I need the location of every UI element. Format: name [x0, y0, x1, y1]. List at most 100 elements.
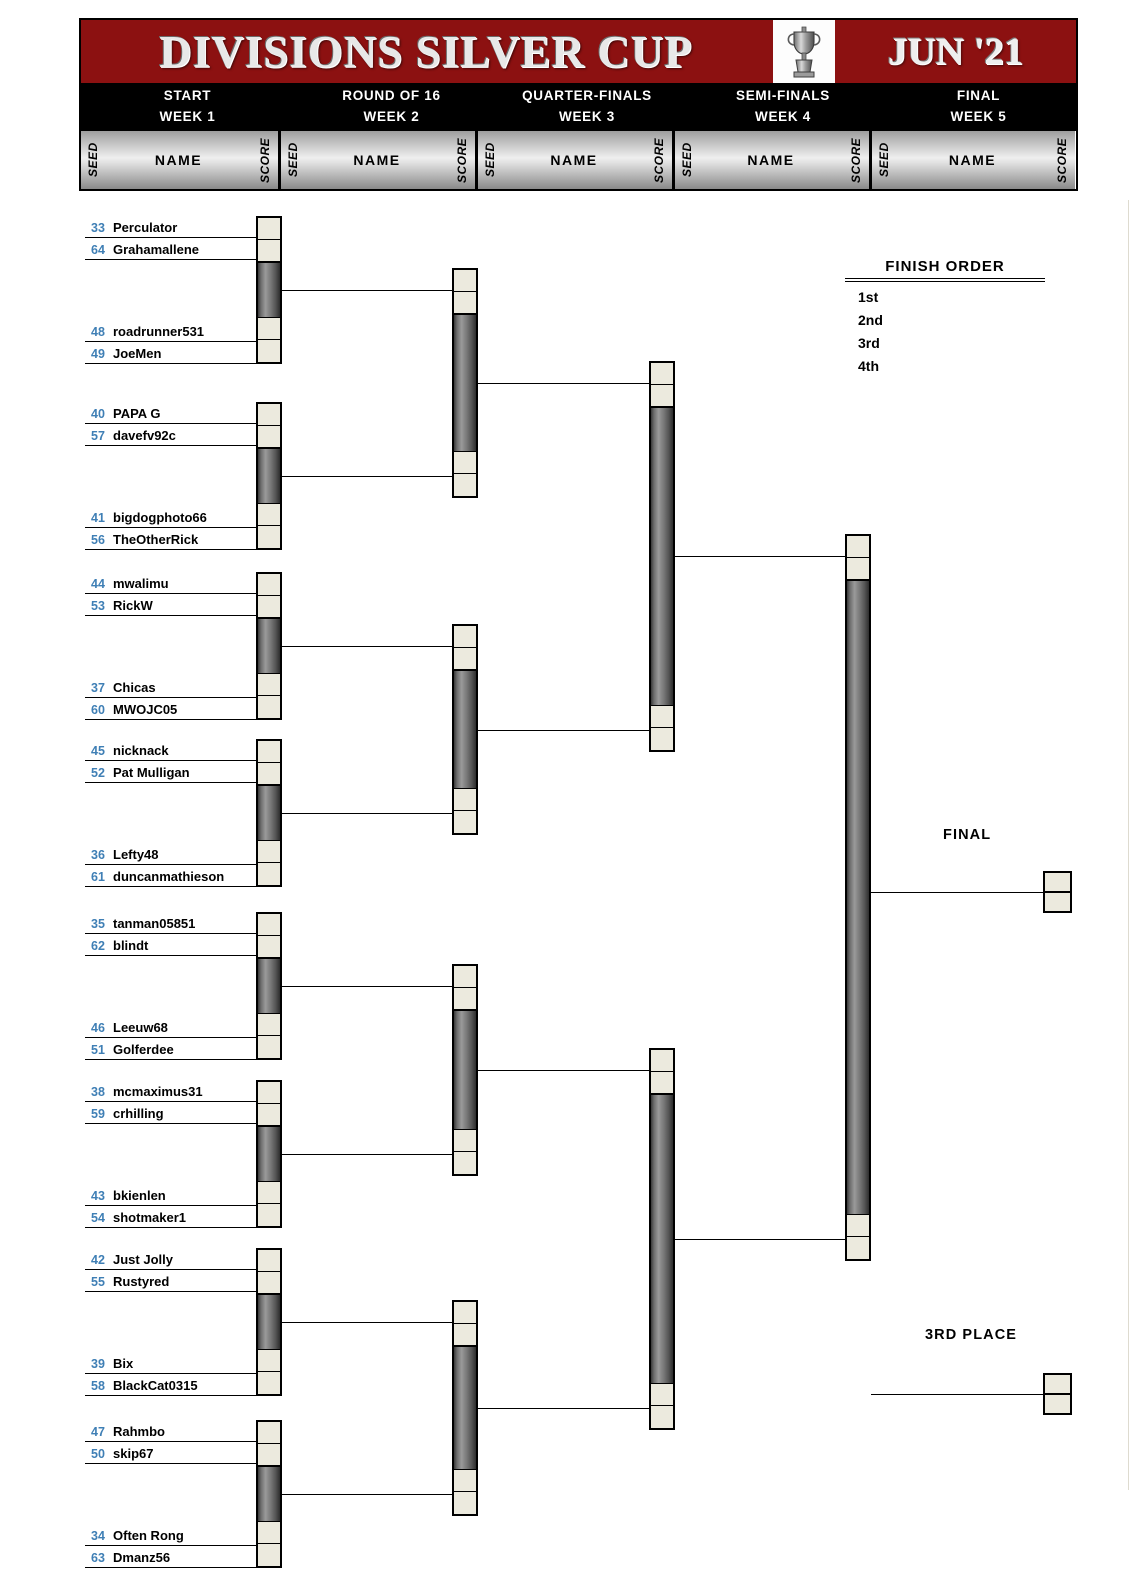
score-cell[interactable]	[258, 1036, 280, 1058]
score-cell[interactable]	[651, 727, 673, 750]
score-cell[interactable]	[258, 1372, 280, 1394]
score-cell[interactable]	[258, 1422, 280, 1444]
score-stack-week1[interactable]	[256, 912, 282, 1060]
score-cell[interactable]	[847, 536, 869, 559]
final-winner-name-cell[interactable]	[1045, 893, 1070, 911]
score-cell[interactable]	[651, 1384, 673, 1406]
score-cell[interactable]	[454, 1302, 476, 1324]
score-cell[interactable]	[258, 763, 280, 785]
third-place-seed-cell[interactable]	[1045, 1375, 1070, 1395]
score-cell[interactable]	[651, 363, 673, 385]
third-place-box[interactable]	[1043, 1373, 1072, 1415]
final-winner-box[interactable]	[1043, 871, 1072, 913]
score-stack-week1[interactable]	[256, 1420, 282, 1568]
score-cell[interactable]	[258, 1544, 280, 1566]
score-stack-week2[interactable]	[452, 964, 478, 1176]
score-cell[interactable]	[258, 1350, 280, 1372]
score-cell[interactable]	[258, 1250, 280, 1272]
score-cell[interactable]	[258, 674, 280, 696]
score-cell[interactable]	[258, 574, 280, 596]
third-place-name-cell[interactable]	[1045, 1395, 1070, 1413]
score-cell[interactable]	[454, 626, 476, 648]
score-stack-week2[interactable]	[452, 1300, 478, 1516]
score-stack-week3[interactable]	[649, 1048, 675, 1430]
score-cell[interactable]	[651, 1072, 673, 1094]
score-cell[interactable]	[454, 811, 476, 833]
score-cell[interactable]	[258, 240, 280, 262]
score-cell[interactable]	[258, 1522, 280, 1544]
score-cell[interactable]	[454, 789, 476, 811]
score-cell[interactable]	[847, 558, 869, 581]
score-cell[interactable]	[454, 1492, 476, 1514]
score-cell[interactable]	[258, 218, 280, 240]
score-cell[interactable]	[258, 596, 280, 618]
score-cell[interactable]	[258, 1104, 280, 1126]
score-cell[interactable]	[454, 1152, 476, 1174]
score-cell[interactable]	[651, 705, 673, 728]
score-cell[interactable]	[258, 936, 280, 958]
score-cell[interactable]	[651, 385, 673, 407]
score-cell[interactable]	[847, 1237, 869, 1259]
score-cell[interactable]	[258, 841, 280, 863]
score-cell[interactable]	[454, 1130, 476, 1152]
score-cell[interactable]	[454, 648, 476, 670]
score-cell[interactable]	[454, 966, 476, 988]
score-cell[interactable]	[258, 526, 280, 548]
score-cell[interactable]	[454, 452, 476, 474]
score-stack-week1[interactable]	[256, 402, 282, 550]
score-cell[interactable]	[258, 404, 280, 426]
score-cell[interactable]	[258, 741, 280, 763]
score-stack-week3[interactable]	[649, 361, 675, 752]
score-cell[interactable]	[258, 1444, 280, 1466]
score-stack-week1[interactable]	[256, 572, 282, 720]
score-cell[interactable]	[258, 1014, 280, 1036]
score-cell[interactable]	[258, 914, 280, 936]
score-cell[interactable]	[258, 504, 280, 526]
score-cell[interactable]	[454, 292, 476, 314]
score-cell[interactable]	[258, 1182, 280, 1204]
score-stack-week2[interactable]	[452, 624, 478, 835]
score-stack-week2[interactable]	[452, 268, 478, 498]
score-cell[interactable]	[454, 474, 476, 496]
score-cell[interactable]	[258, 863, 280, 885]
score-cell[interactable]	[258, 1204, 280, 1226]
score-cell[interactable]	[454, 1470, 476, 1492]
score-cell[interactable]	[258, 426, 280, 448]
score-stack-week1[interactable]	[256, 216, 282, 364]
score-stack-week1[interactable]	[256, 1248, 282, 1396]
score-stack-week4[interactable]	[845, 534, 871, 1261]
score-cell[interactable]	[258, 1082, 280, 1104]
score-cell[interactable]	[651, 1050, 673, 1072]
score-cell[interactable]	[454, 988, 476, 1010]
